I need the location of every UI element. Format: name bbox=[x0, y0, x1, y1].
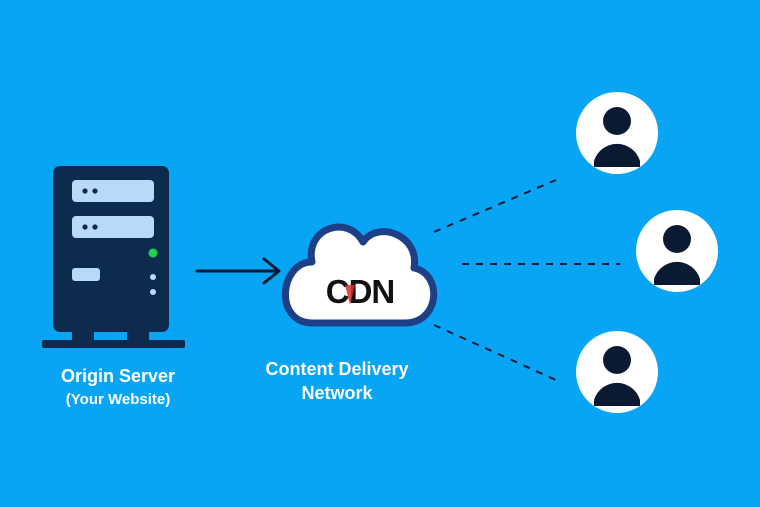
origin-server-sublabel: (Your Website) bbox=[65, 391, 171, 408]
user-icon bbox=[576, 92, 658, 174]
user-icon bbox=[636, 210, 718, 292]
arrow-icon bbox=[195, 257, 281, 285]
cdn-label-line2: Network bbox=[301, 383, 373, 403]
cdn-logo-accent bbox=[345, 285, 355, 305]
server-drive-1 bbox=[72, 180, 154, 202]
user-icon bbox=[576, 331, 658, 413]
cdn-logo-text: CDN bbox=[326, 273, 395, 310]
origin-server-caption: Origin Server (Your Website) bbox=[20, 364, 216, 412]
server-icon bbox=[42, 166, 185, 348]
cloud-icon: CDN bbox=[282, 223, 438, 327]
cdn-caption: Content Delivery Network bbox=[232, 357, 442, 405]
server-drive-2 bbox=[72, 216, 154, 238]
connection-line-bottom bbox=[433, 324, 557, 381]
server-slot bbox=[72, 268, 100, 281]
origin-server-label: Origin Server bbox=[60, 366, 176, 386]
cdn-label-line1: Content Delivery bbox=[265, 359, 409, 379]
connection-line-top bbox=[433, 179, 557, 233]
server-status-led bbox=[148, 248, 158, 258]
